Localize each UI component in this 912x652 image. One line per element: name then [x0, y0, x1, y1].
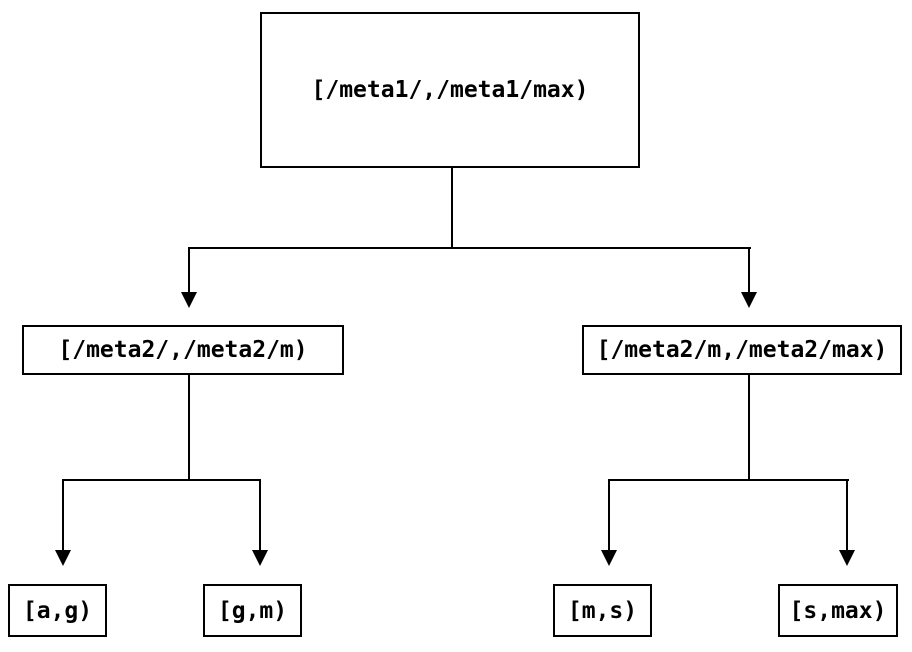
arrowhead-down-icon	[181, 292, 197, 308]
edge-root-crossbar	[188, 247, 751, 249]
arrowhead-down-icon	[55, 550, 71, 566]
edge-right-to-leaf-smax	[846, 481, 848, 550]
tree-leaf-s-max: [s,max)	[778, 584, 898, 637]
edge-root-stem	[451, 168, 453, 249]
tree-leaf-m-s: [m,s)	[553, 584, 652, 637]
edge-right-to-leaf-ms	[608, 481, 610, 550]
edge-right-stem	[748, 375, 750, 481]
tree-node-meta2-lower: [/meta2/,/meta2/m)	[22, 325, 344, 375]
edge-left-crossbar	[62, 479, 261, 481]
tree-leaf-a-g: [a,g)	[8, 584, 107, 637]
tree-node-meta2-upper: [/meta2/m,/meta2/max)	[582, 325, 902, 375]
edge-right-crossbar	[608, 479, 849, 481]
edge-left-to-leaf-gm	[259, 481, 261, 550]
edge-root-to-right	[748, 249, 750, 292]
edge-left-stem	[188, 375, 190, 481]
edge-left-to-leaf-ag	[62, 481, 64, 550]
arrowhead-down-icon	[741, 292, 757, 308]
arrowhead-down-icon	[839, 550, 855, 566]
arrowhead-down-icon	[601, 550, 617, 566]
tree-node-root: [/meta1/,/meta1/max)	[260, 12, 640, 168]
arrowhead-down-icon	[252, 550, 268, 566]
edge-root-to-left	[188, 249, 190, 292]
tree-leaf-g-m: [g,m)	[203, 584, 302, 637]
